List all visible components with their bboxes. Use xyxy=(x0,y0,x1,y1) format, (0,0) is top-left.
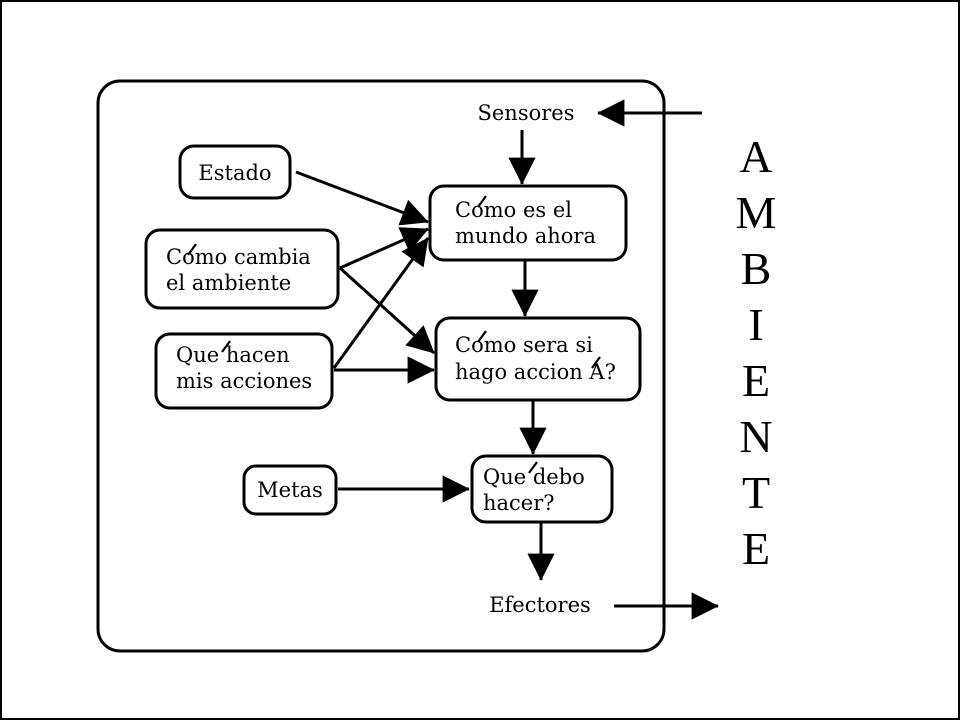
decide-box xyxy=(470,454,614,524)
accent-mark xyxy=(591,356,601,369)
environment-letter: A xyxy=(739,131,772,182)
agent-frame xyxy=(96,79,666,653)
world-change-line1: Como cambia xyxy=(166,245,311,269)
environment-label: A M B I E N T E xyxy=(736,131,777,574)
accent-mark xyxy=(221,340,231,353)
actions-do-box xyxy=(154,332,334,410)
state-to-world-now-arrow xyxy=(295,170,429,226)
accent-mark xyxy=(477,195,487,208)
world-if-line1: Como sera si xyxy=(455,333,593,357)
accent-mark xyxy=(187,243,197,256)
world-change-box xyxy=(144,228,340,310)
actions-do-line2: mis acciones xyxy=(176,369,312,393)
world-now-line2: mundo ahora xyxy=(455,224,596,248)
environment-letter: N xyxy=(739,411,772,462)
decide-line2: hacer? xyxy=(483,491,555,515)
world-now-line1: Como es el xyxy=(455,198,572,222)
actions-do-line1: Que hacen xyxy=(176,343,290,367)
accent-mark xyxy=(528,461,538,474)
decide-line1: Que debo xyxy=(483,465,585,489)
environment-letter: I xyxy=(748,299,763,350)
world-change-to-world-now-arrow xyxy=(339,227,429,270)
world-change-to-world-if-arrow xyxy=(338,266,436,355)
world-if-box xyxy=(434,316,642,402)
goals-label: Metas xyxy=(257,478,323,502)
environment-letter: E xyxy=(742,523,770,574)
state-label: Estado xyxy=(198,161,271,185)
sensors-label: Sensores xyxy=(477,101,574,125)
accent-mark xyxy=(477,330,487,343)
environment-letter: B xyxy=(741,243,772,294)
environment-letter: E xyxy=(742,355,770,406)
environment-letter: M xyxy=(736,187,777,238)
goals-box xyxy=(242,464,338,516)
world-if-line2: hago accion A? xyxy=(455,360,616,384)
world-change-line2: el ambiente xyxy=(166,271,291,295)
effectors-label: Efectores xyxy=(489,593,591,617)
state-box xyxy=(178,144,292,200)
environment-letter: T xyxy=(742,467,770,518)
actions-to-world-now-arrow xyxy=(332,237,430,369)
